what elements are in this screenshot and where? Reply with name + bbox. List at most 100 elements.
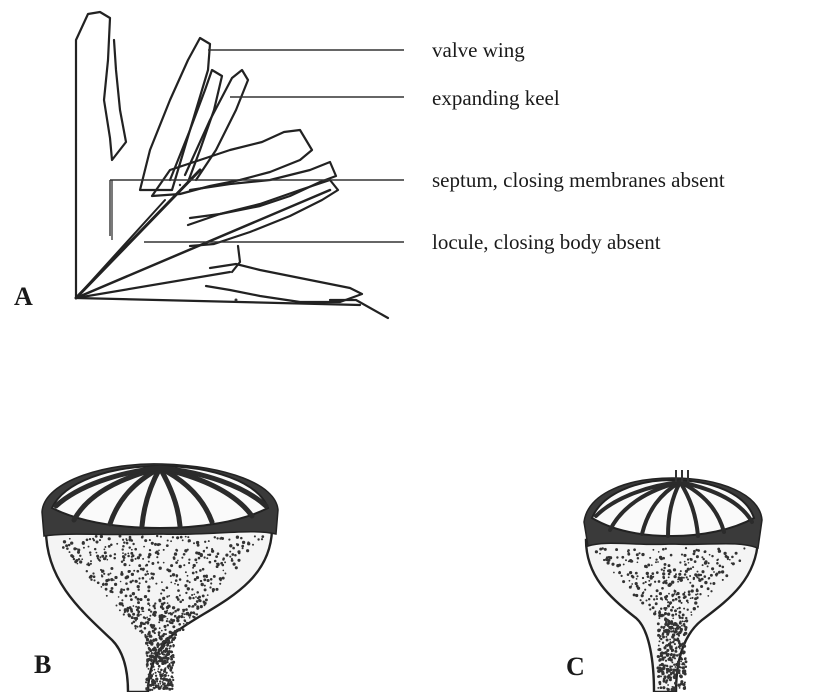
stipple-dot [169,621,172,624]
stipple-dot [162,657,164,659]
stipple-dot [164,629,166,631]
stipple-dot [236,543,239,546]
stipple-dot [120,590,123,593]
stipple-dot [170,669,173,672]
stipple-dot [660,626,663,629]
stipple-dot [208,540,210,542]
stipple-dot [704,561,707,564]
stipple-dot [671,650,673,652]
stipple-dot [680,660,682,662]
stipple-dot [198,557,201,560]
stipple-dot [131,616,134,619]
stipple-dot [209,561,212,564]
stipple-dot [172,679,174,681]
stipple-dot [136,608,139,611]
stipple-dot [687,609,689,611]
stipple-dot [692,566,694,568]
stipple-dot [667,604,670,607]
stipple-dot [174,610,177,613]
stipple-dot [631,583,633,585]
stipple-dot [178,615,181,618]
stipple-dot [739,559,742,562]
stipple-dot [721,570,724,573]
stipple-dot [151,542,154,545]
stipple-dot [216,537,218,539]
stipple-dot [657,649,659,651]
stipple-dot [122,545,125,548]
stipple-dot [169,682,172,685]
stipple-dot [675,663,678,666]
stipple-dot [174,615,177,618]
stipple-dot [155,659,157,661]
stipple-dot [676,654,679,657]
stipple-dot [658,675,661,678]
stipple-dot [96,555,99,558]
stipple-dot [725,555,728,558]
stipple-dot [682,593,685,596]
stipple-dot [204,585,206,587]
stipple-dot [147,598,150,601]
stipple-dot [125,595,128,598]
stipple-dot [133,605,135,607]
stipple-dot [157,683,159,685]
stipple-dot [145,687,147,689]
stipple-dot [723,552,726,555]
stipple-dot [652,576,654,578]
stipple-dot [637,557,640,560]
stipple-dot [665,596,668,599]
stipple-dot [658,660,660,662]
stipple-dot [668,593,670,595]
stipple-dot [630,572,632,574]
stipple-dot [158,660,161,663]
stipple-dot [110,572,112,574]
stipple-dot [674,688,676,690]
stipple-dot [153,673,155,675]
stipple-dot [104,557,106,559]
stipple-dot [152,573,155,576]
stipple-dot [135,620,137,622]
stipple-dot [651,572,654,575]
stipple-dot [686,600,689,603]
stipple-dot [149,605,151,607]
stipple-dot [132,613,135,616]
stipple-dot [667,629,670,632]
stipple-dot [622,580,625,583]
stipple-dot [173,556,176,559]
stipple-dot [149,676,151,678]
panel-a-drawing [76,12,404,318]
stipple-dot [109,555,112,558]
stipple-dot [710,574,713,577]
stipple-dot [144,573,147,576]
stipple-dot [595,550,598,553]
stipple-dot [199,569,202,572]
stipple-dot [144,627,147,630]
stipple-dot [187,549,189,551]
stipple-dot [680,602,682,604]
stipple-dot [666,599,668,601]
stipple-dot [188,558,190,560]
panel-letter-b: B [34,652,51,678]
stipple-dot [679,687,681,689]
stipple-dot [170,582,172,584]
stipple-dot [166,610,168,612]
stipple-dot [665,636,667,638]
stipple-dot [220,562,222,564]
stipple-dot [174,552,177,555]
stipple-dot [166,544,169,547]
stipple-dot [162,653,164,655]
stipple-dot [641,553,644,556]
stipple-dot [184,613,186,615]
stipple-dot [159,627,161,629]
stipple-dot [674,682,677,685]
stipple-dot [246,549,249,552]
stipple-dot [95,552,97,554]
stipple-dot [168,675,170,677]
stipple-dot [176,608,179,611]
stipple-dot [694,560,697,563]
stipple-dot [613,572,615,574]
stipple-dot [661,599,663,601]
stipple-dot [715,574,717,576]
stipple-dot [155,675,157,677]
stipple-dot [167,679,170,682]
stipple-dot [697,571,699,573]
